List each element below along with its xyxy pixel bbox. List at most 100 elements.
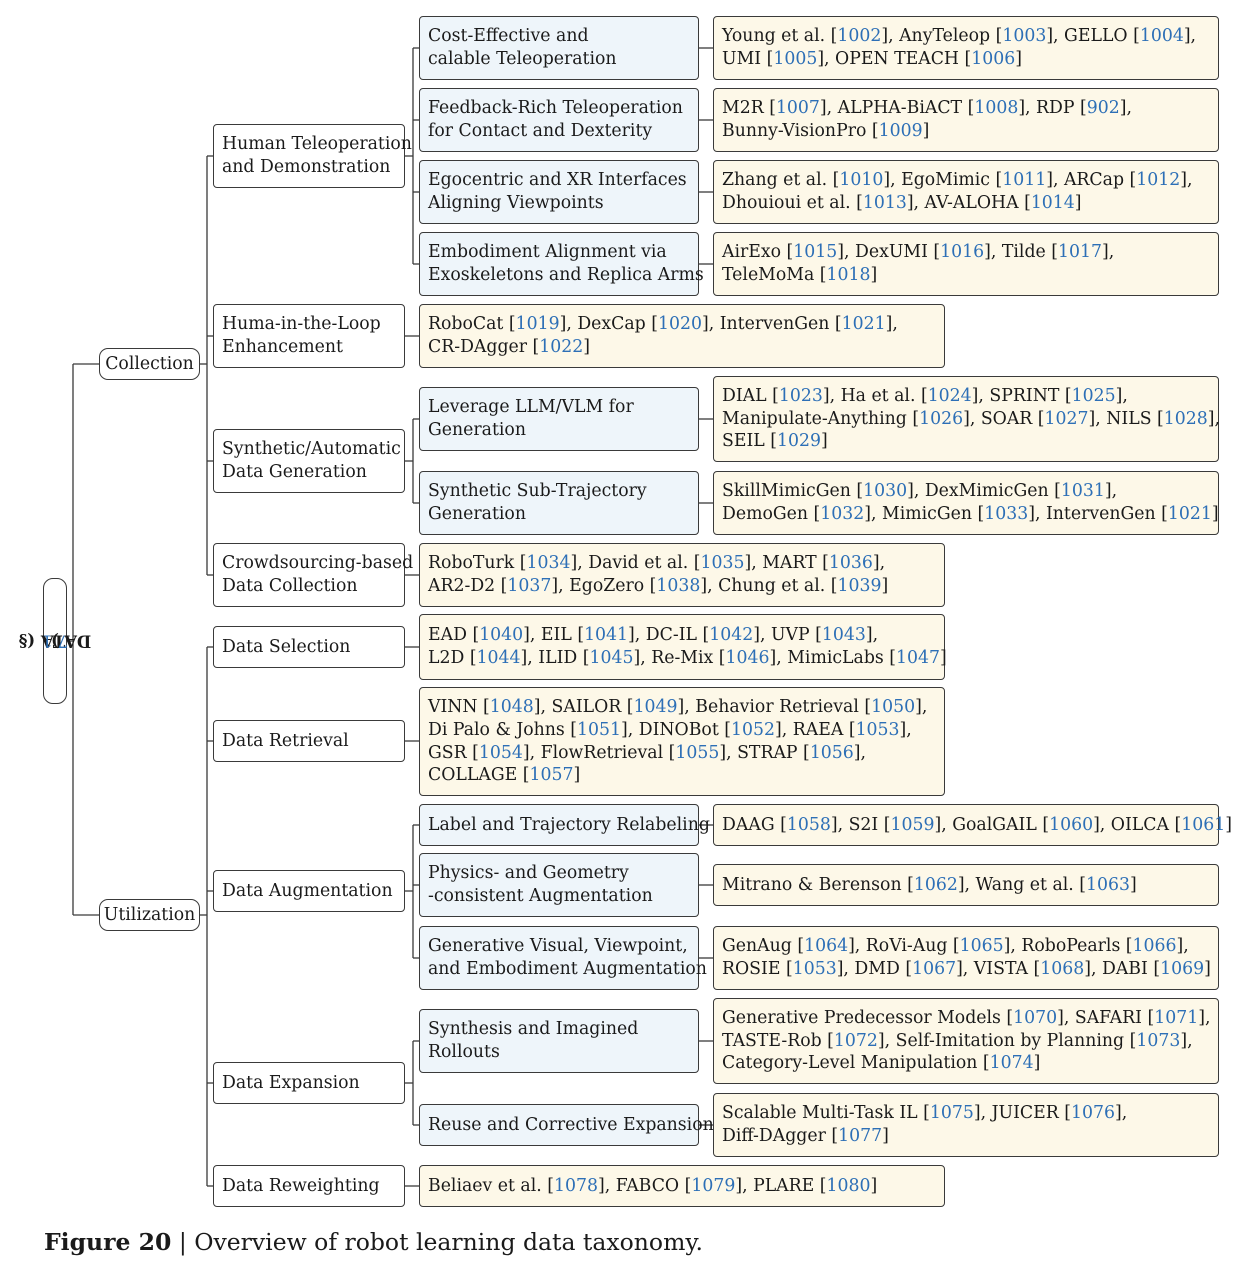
reference-punct: ], [719, 742, 738, 763]
citation-link[interactable]: 1057 [529, 765, 574, 786]
citation-link[interactable]: 1050 [871, 697, 916, 718]
citation-link[interactable]: 1072 [833, 1030, 878, 1051]
citation-link[interactable]: 1068 [1040, 959, 1085, 979]
citation-link[interactable]: 1008 [974, 98, 1019, 119]
reference-name: OPEN TEACH [ [835, 49, 972, 69]
citation-link[interactable]: 1021 [1167, 504, 1212, 524]
citation-link[interactable]: 1067 [912, 959, 957, 979]
label-line: Exoskeletons and Replica Arms [428, 265, 704, 285]
citation-link[interactable]: 1029 [777, 431, 821, 452]
citation-link[interactable]: 1059 [890, 814, 935, 835]
citation-link[interactable]: 1045 [589, 648, 634, 668]
citation-link[interactable]: 1016 [940, 242, 985, 263]
citation-link[interactable]: 1053 [855, 719, 900, 740]
citation-link[interactable]: 1060 [1049, 814, 1094, 835]
citation-link[interactable]: 1054 [478, 742, 523, 763]
citation-link[interactable]: 1046 [725, 648, 770, 668]
reference-punct: ], [701, 314, 720, 335]
citation-link[interactable]: 1007 [775, 98, 820, 119]
reference-punct: ], [533, 697, 552, 718]
citation-link[interactable]: 1005 [773, 49, 818, 69]
reference-line: L2D [1044], ILID [1045], Re-Mix [1046], … [428, 647, 947, 670]
citation-link[interactable]: 1015 [793, 242, 838, 263]
citation-link[interactable]: 1053 [792, 959, 837, 979]
citation-link[interactable]: 1047 [896, 648, 940, 668]
citation-link[interactable]: 1011 [1002, 170, 1047, 191]
reference-line: COLLAGE [1057] [428, 764, 927, 787]
citation-link[interactable]: 1058 [786, 814, 831, 835]
citation-link[interactable]: 1073 [1136, 1030, 1181, 1051]
reference-name: MART [ [762, 553, 829, 574]
reference-name: Beliaev et al. [ [428, 1175, 554, 1196]
citation-link[interactable]: 1074 [989, 1053, 1034, 1074]
citation-link[interactable]: 1031 [1060, 481, 1105, 502]
citation-link[interactable]: 1077 [838, 1126, 883, 1146]
citation-link[interactable]: 1080 [826, 1175, 871, 1196]
citation-link[interactable]: 1063 [1086, 874, 1131, 895]
reference-punct: ], [520, 648, 539, 668]
caption-text: Overview of robot learning data taxonomy… [194, 1228, 703, 1256]
citation-link[interactable]: 1027 [1044, 408, 1089, 429]
citation-link[interactable]: 1056 [809, 742, 854, 763]
citation-link[interactable]: 1051 [577, 719, 622, 740]
citation-link[interactable]: 1013 [862, 193, 907, 213]
citation-link[interactable]: 1044 [476, 648, 521, 668]
citation-link[interactable]: 1055 [675, 742, 720, 763]
citation-link[interactable]: 902 [1086, 98, 1120, 119]
citation-link[interactable]: 1019 [515, 314, 560, 335]
citation-link[interactable]: 1038 [656, 576, 701, 596]
citation-link[interactable]: 1037 [507, 576, 552, 596]
citation-link[interactable]: 1075 [929, 1103, 974, 1124]
citation-link[interactable]: 1026 [919, 408, 964, 429]
citation-link[interactable]: 1065 [959, 936, 1004, 957]
citation-link[interactable]: 1033 [984, 504, 1029, 524]
citation-link[interactable]: 1025 [1071, 385, 1116, 406]
citation-link[interactable]: 1071 [1154, 1007, 1199, 1028]
citation-link[interactable]: 1041 [584, 625, 629, 646]
citation-link[interactable]: 1052 [731, 719, 775, 740]
citation-link[interactable]: 1039 [837, 576, 882, 596]
citation-link[interactable]: 1036 [828, 553, 873, 574]
citation-link[interactable]: 1009 [878, 121, 923, 141]
citation-link[interactable]: 1034 [526, 553, 571, 574]
citation-link[interactable]: 1066 [1132, 936, 1177, 957]
reference-name: TASTE-Rob [ [722, 1030, 834, 1051]
citation-link[interactable]: 1078 [554, 1175, 598, 1196]
citation-link[interactable]: 1022 [539, 337, 584, 357]
citation-link[interactable]: 1024 [927, 385, 972, 406]
citation-link[interactable]: 1003 [1002, 26, 1047, 47]
reference-line: Beliaev et al. [1078], FABCO [1079], PLA… [428, 1175, 877, 1198]
citation-link[interactable]: 1064 [804, 936, 849, 957]
citation-link[interactable]: 1017 [1057, 242, 1102, 263]
reference-punct: ], [1180, 1030, 1193, 1051]
citation-link[interactable]: 1076 [1071, 1103, 1115, 1124]
citation-link[interactable]: 1032 [820, 504, 865, 524]
citation-link[interactable]: 1020 [657, 314, 702, 335]
label-line: Synthetic/Automatic [222, 439, 401, 460]
citation-link[interactable]: 1012 [1136, 170, 1181, 191]
citation-link[interactable]: 1049 [633, 697, 678, 718]
citation-link[interactable]: 1018 [826, 265, 871, 285]
citation-link[interactable]: 1006 [971, 49, 1016, 69]
citation-link[interactable]: 1021 [841, 314, 886, 335]
citation-link[interactable]: 1061 [1181, 814, 1226, 835]
citation-link[interactable]: 1004 [1139, 26, 1184, 47]
citation-link[interactable]: 1048 [489, 697, 534, 718]
citation-link[interactable]: 1079 [691, 1175, 736, 1196]
citation-link[interactable]: 1035 [700, 553, 745, 574]
citation-link[interactable]: 1010 [839, 170, 884, 191]
citation-link[interactable]: 1069 [1160, 959, 1205, 979]
citation-link[interactable]: 1002 [837, 26, 882, 47]
citation-link[interactable]: 1030 [863, 481, 908, 502]
citation-link[interactable]: 1040 [479, 625, 524, 646]
reference-name: ALPHA-BiACT [ [837, 98, 975, 119]
citation-link[interactable]: 1014 [1030, 193, 1075, 213]
citation-link[interactable]: 1042 [709, 625, 754, 646]
citation-link[interactable]: 1023 [778, 385, 823, 406]
citation-link[interactable]: 1062 [913, 874, 958, 895]
citation-link[interactable]: 1043 [821, 625, 866, 646]
citation-link[interactable]: 1028 [1163, 408, 1208, 429]
citation-link[interactable]: 1070 [1013, 1007, 1058, 1028]
